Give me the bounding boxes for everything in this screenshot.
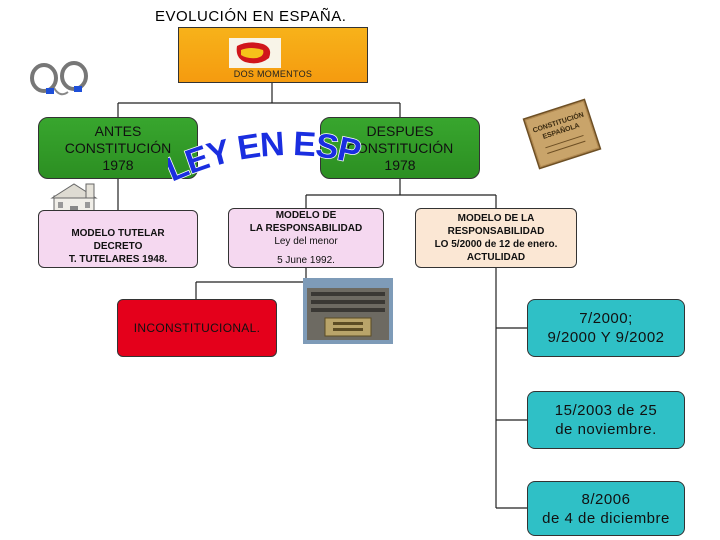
resp2-line: LO 5/2000 de 12 de enero. bbox=[434, 239, 558, 250]
inconstitucional-box: INCONSTITUCIONAL. bbox=[117, 299, 277, 357]
reform-line: de noviembre. bbox=[555, 421, 657, 438]
page-title: EVOLUCIÓN EN ESPAÑA. bbox=[155, 8, 347, 25]
tutelar-line: T. TUTELARES 1948. bbox=[68, 253, 168, 265]
svg-text:LEY EN ESPAÑA: LEY EN ESPAÑA bbox=[168, 130, 364, 189]
branch-antes-line: CONSTITUCIÓN bbox=[64, 139, 172, 156]
constitution-book-image: CONSTITUCIÓN ESPAÑOLA bbox=[522, 98, 602, 170]
resp2-line: MODELO DE LA bbox=[457, 213, 535, 224]
branch-despues: DESPUES CONSTITUCIÓN 1978 bbox=[320, 117, 480, 179]
handcuffs-image bbox=[30, 61, 88, 96]
reform-box: 15/2003 de 25 de noviembre. bbox=[527, 391, 685, 449]
spain-flag-icon bbox=[229, 38, 281, 68]
branch-despues-line: CONSTITUCIÓN bbox=[346, 139, 454, 156]
reform-box: 7/2000; 9/2000 Y 9/2002 bbox=[527, 299, 685, 357]
reform-box: 8/2006 de 4 de diciembre bbox=[527, 481, 685, 536]
resp1-line: MODELO DE bbox=[275, 210, 337, 221]
modelo-responsabilidad-2000-box: MODELO DE LA RESPONSABILIDAD LO 5/2000 d… bbox=[415, 208, 577, 268]
ley-en-espana-banner: LEY EN ESPAÑA bbox=[168, 130, 366, 190]
branch-despues-line: 1978 bbox=[384, 156, 416, 173]
reform-line: de 4 de diciembre bbox=[542, 509, 670, 527]
tutelar-line: DECRETO bbox=[93, 240, 143, 252]
court-building-image bbox=[303, 278, 393, 344]
resp1-line: LA RESPONSABILIDAD bbox=[249, 223, 363, 234]
reform-line: 9/2000 Y 9/2002 bbox=[547, 329, 665, 346]
resp2-line: ACTULIDAD bbox=[466, 252, 526, 263]
branch-antes-line: 1978 bbox=[102, 156, 134, 173]
branch-antes-line: ANTES bbox=[94, 122, 142, 139]
reform-line: 15/2003 de 25 bbox=[554, 402, 658, 419]
branch-despues-line: DESPUES bbox=[366, 122, 434, 139]
reform-line: 7/2000; bbox=[579, 310, 633, 327]
root-node: DOS MOMENTOS bbox=[178, 27, 368, 83]
reform-line: 8/2006 bbox=[581, 490, 631, 508]
banner-text: LEY EN ESPAÑA bbox=[168, 130, 366, 190]
tutelar-line: MODELO TUTELAR bbox=[71, 227, 165, 239]
modelo-tutelar-box: MODELO TUTELAR DECRETO T. TUTELARES 1948… bbox=[38, 210, 198, 268]
resp2-line: RESPONSABILIDAD bbox=[447, 226, 545, 237]
branch-antes: ANTES CONSTITUCIÓN 1978 bbox=[38, 117, 198, 179]
root-label: DOS MOMENTOS bbox=[233, 69, 313, 79]
inconstitucional-label: INCONSTITUCIONAL. bbox=[133, 321, 261, 335]
resp1-line: 5 June 1992. bbox=[277, 255, 335, 266]
modelo-responsabilidad-1992-box: MODELO DE LA RESPONSABILIDAD Ley del men… bbox=[228, 208, 384, 268]
resp1-line: Ley del menor bbox=[274, 236, 338, 247]
